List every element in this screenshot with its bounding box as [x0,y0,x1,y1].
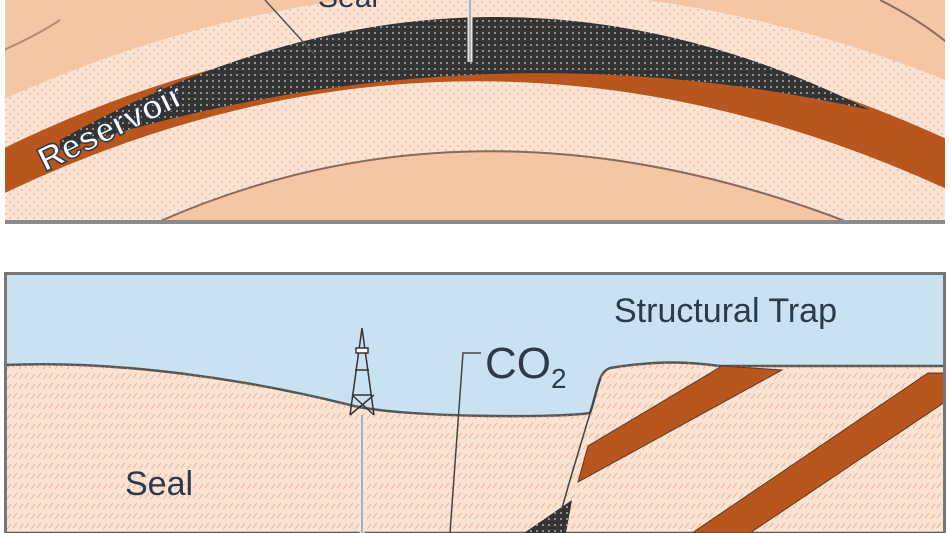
co2-callout-line [449,352,481,533]
top-seal-label: Seal [318,0,378,14]
anticline-trap-panel: Seal Reservoir [5,0,945,223]
bottom-panel-top-border [5,272,945,275]
bottom-seal-label: Seal [125,465,193,503]
drilling-rig-icon [349,327,375,416]
structural-trap-title: Structural Trap [614,292,837,330]
reservoir-band-2 [691,372,945,533]
seal-callout-line [264,0,316,56]
reservoir-band-1 [577,365,784,484]
structural-trap-panel: Structural Trap CO2 Seal [5,273,945,533]
co2-label: CO2 [485,339,567,394]
co2-accumulation [60,16,870,150]
base-rock-layer [153,150,853,223]
co2-accumulation [524,500,572,533]
top-panel-bottom-border [5,220,945,224]
